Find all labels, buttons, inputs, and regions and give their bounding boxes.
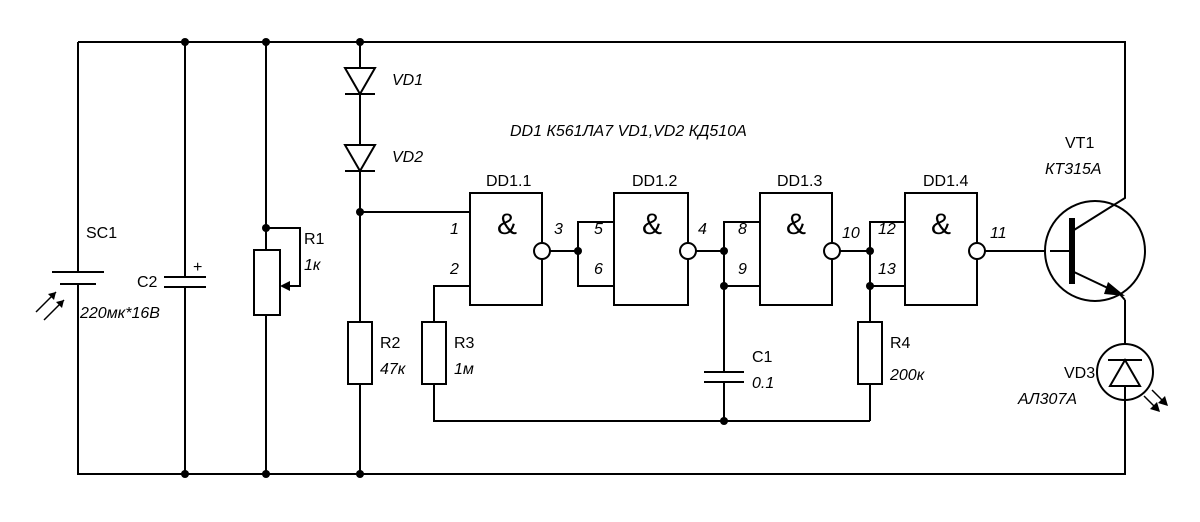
dd1-3-pin-out: 10 xyxy=(842,225,860,242)
r3-label: R3 xyxy=(454,335,475,352)
dd1-1-pin-b: 2 xyxy=(449,261,459,278)
dd1-2-pin-a: 5 xyxy=(594,221,603,238)
dd1-2-pin-b: 6 xyxy=(594,261,603,278)
dd1-4-label: DD1.4 xyxy=(923,173,968,190)
dd1-2-symbol: & xyxy=(642,208,662,241)
dd1-3-pin-a: 8 xyxy=(738,221,747,238)
c1-value: 0.1 xyxy=(752,375,774,392)
dd1-4-pin-out: 11 xyxy=(990,225,1007,242)
vd2-label: VD2 xyxy=(392,149,423,166)
r1-label: R1 xyxy=(304,231,325,248)
r4-label: R4 xyxy=(890,335,911,352)
c2-capacitor: + C2 220мк*16В xyxy=(79,38,206,478)
sc1-solar-cell: SC1 xyxy=(35,225,117,321)
vt1-transistor: VT1 КТ315А xyxy=(1044,135,1146,342)
dd1-2-label: DD1.2 xyxy=(632,173,677,190)
dd1-1-pin-a: 1 xyxy=(450,221,459,238)
dd1-4-nand-gate: & DD1.4 12 13 11 xyxy=(866,173,1050,322)
dd1-1-nand-gate: & DD1.1 1 2 3 xyxy=(360,173,578,322)
r1-potentiometer: R1 1к xyxy=(253,38,325,478)
dd1-2-pin-out: 4 xyxy=(698,221,707,238)
vd2-diode: VD2 xyxy=(343,144,423,322)
r3-resistor: R3 1м xyxy=(421,321,870,422)
dd1-3-pin-b: 9 xyxy=(738,261,747,278)
header-note: DD1 К561ЛА7 VD1,VD2 КД510А xyxy=(510,123,747,140)
r4-resistor: R4 200к xyxy=(857,321,926,421)
dd1-2-nand-gate: & DD1.2 5 6 4 xyxy=(574,173,724,306)
dd1-3-symbol: & xyxy=(786,208,806,241)
dd1-4-pin-b: 13 xyxy=(878,261,896,278)
c2-value: 220мк*16В xyxy=(79,305,160,322)
r2-resistor: R2 47к xyxy=(347,208,407,478)
sc1-label: SC1 xyxy=(86,225,117,242)
vt1-type: КТ315А xyxy=(1045,161,1102,178)
c1-capacitor: C1 0.1 xyxy=(704,349,774,425)
power-rails xyxy=(77,41,1126,475)
vd3-type: АЛ307А xyxy=(1017,391,1077,408)
r1-value: 1к xyxy=(304,257,322,274)
dd1-1-symbol: & xyxy=(497,208,517,241)
r2-label: R2 xyxy=(380,335,401,352)
c1-label: C1 xyxy=(752,349,773,366)
r2-value: 47к xyxy=(380,361,407,378)
vd3-led: VD3 АЛ307А xyxy=(1017,342,1168,412)
r3-value: 1м xyxy=(454,361,474,378)
vd1-label: VD1 xyxy=(392,72,423,89)
dd1-4-symbol: & xyxy=(931,208,951,241)
r4-value: 200к xyxy=(889,367,926,384)
dd1-3-label: DD1.3 xyxy=(777,173,822,190)
dd1-1-pin-out: 3 xyxy=(554,221,563,238)
dd1-1-label: DD1.1 xyxy=(486,173,531,190)
vd3-label: VD3 xyxy=(1064,365,1095,382)
dd1-4-pin-a: 12 xyxy=(878,221,896,238)
vt1-label: VT1 xyxy=(1065,135,1094,152)
vd1-diode: VD1 xyxy=(343,38,423,145)
c2-label: C2 xyxy=(137,274,158,291)
dd1-3-nand-gate: & DD1.3 8 9 10 xyxy=(720,173,870,372)
c2-polarity: + xyxy=(193,259,202,276)
